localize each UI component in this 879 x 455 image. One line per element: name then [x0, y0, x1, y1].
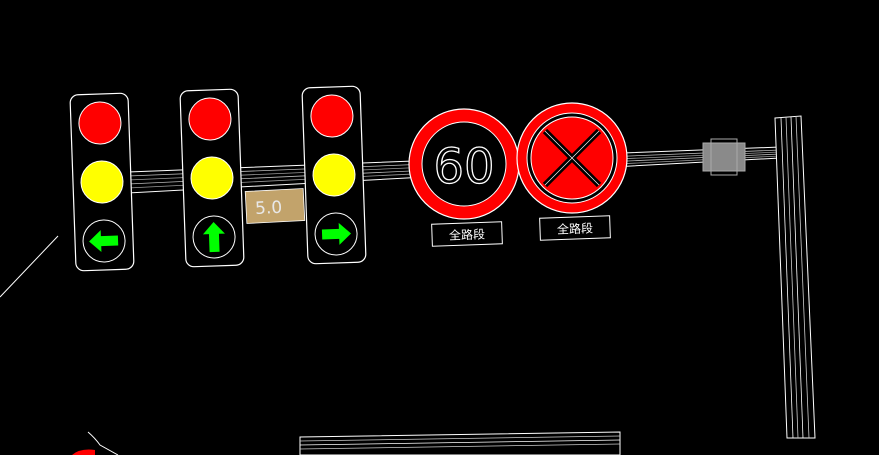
- lower-structure-beam: [299, 431, 621, 455]
- stray-line: [0, 235, 59, 298]
- speed-limit-caption-plate: 全路段: [431, 221, 503, 247]
- speed-limit-value: 60: [433, 139, 494, 195]
- clearance-height-plate: 5.0: [244, 188, 306, 224]
- signal-head-straight: [179, 88, 245, 268]
- gantry-pole: [774, 115, 816, 439]
- no-stopping-sign: [516, 102, 628, 214]
- red-lamp: [310, 94, 354, 138]
- partial-red-signal-fragment: [72, 431, 119, 455]
- yellow-lamp: [80, 160, 124, 204]
- red-lamp: [78, 101, 122, 145]
- signal-head-left-turn: [69, 92, 135, 272]
- signal-head-right-turn: [301, 85, 367, 265]
- speed-limit-sign: 60: [408, 108, 520, 220]
- arrow-left-icon: [89, 230, 119, 253]
- arrow-up-icon: [202, 221, 225, 253]
- arrow-right-icon: [321, 222, 352, 245]
- no-stopping-caption: 全路段: [557, 220, 594, 236]
- no-stopping-caption-plate: 全路段: [539, 215, 611, 241]
- clearance-height-value: 5.0: [255, 198, 283, 219]
- red-lamp: [188, 97, 232, 141]
- yellow-lamp: [312, 153, 356, 197]
- yellow-lamp: [190, 156, 234, 200]
- speed-limit-caption: 全路段: [449, 226, 486, 242]
- arm-bracket: [702, 138, 746, 176]
